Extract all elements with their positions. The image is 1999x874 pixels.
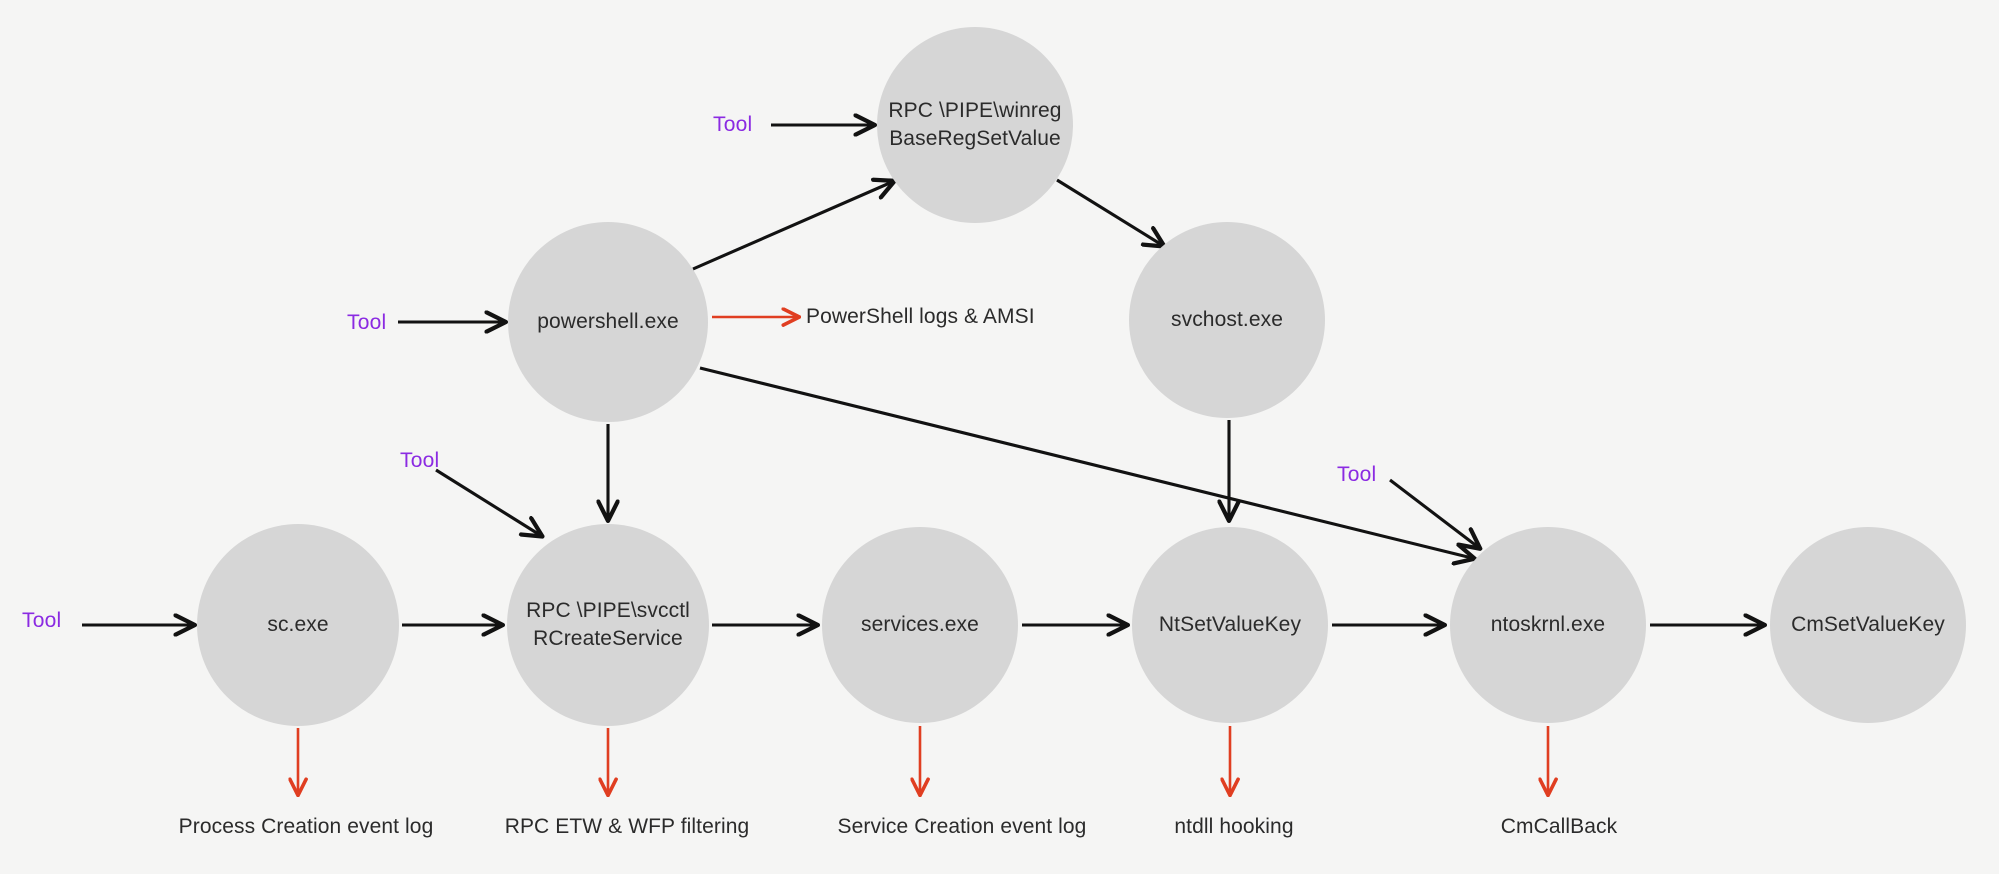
edge-e-tool-svcctl [435, 468, 540, 535]
node-label-powershell: powershell.exe [537, 310, 679, 334]
edge-e-powershell-winreg [692, 182, 892, 271]
label-powershell-logs: PowerShell logs & AMSI [806, 305, 1035, 328]
node-scexe[interactable]: sc.exe [197, 524, 399, 726]
node-label-scexe: sc.exe [267, 613, 329, 637]
label-tool-winreg: Tool [713, 113, 753, 136]
label-tool-scexe: Tool [22, 609, 62, 632]
edge-e-winreg-svchost [1056, 178, 1162, 245]
node-label-svchost: svchost.exe [1171, 308, 1283, 332]
node-label-winreg: RPC \PIPE\winreg BaseRegSetValue [888, 99, 1062, 150]
node-services[interactable]: services.exe [822, 527, 1018, 723]
node-svcctl[interactable]: RPC \PIPE\svcctl RCreateService [507, 524, 709, 726]
node-label-services: services.exe [861, 613, 979, 637]
label-det-cmcallback: CmCallBack [1500, 815, 1618, 838]
node-label-ntsetvalue: NtSetValueKey [1158, 613, 1302, 637]
label-tool-powershell: Tool [347, 311, 387, 334]
edge-e-powershell-ntoskrnl [699, 366, 1472, 558]
label-det-service-creation: Service Creation event log [837, 815, 1087, 838]
node-powershell[interactable]: powershell.exe [508, 222, 708, 422]
label-tool-svcctl: Tool [400, 449, 440, 472]
edge-e-tool-ntoskrnl [1389, 478, 1478, 547]
label-det-process-creation: Process Creation event log [178, 815, 434, 838]
node-winreg[interactable]: RPC \PIPE\winreg BaseRegSetValue [877, 27, 1073, 223]
node-label-cmsetvalue: CmSetValueKey [1791, 613, 1945, 637]
label-tool-ntoskrnl: Tool [1337, 463, 1377, 486]
node-svchost[interactable]: svchost.exe [1129, 222, 1325, 418]
node-ntoskrnl[interactable]: ntoskrnl.exe [1450, 527, 1646, 723]
node-cmsetvalue[interactable]: CmSetValueKey [1770, 527, 1966, 723]
label-det-rpc-etw: RPC ETW & WFP filtering [504, 815, 750, 838]
node-label-ntoskrnl: ntoskrnl.exe [1490, 613, 1606, 637]
label-det-ntdll-hooking: ntdll hooking [1174, 815, 1294, 838]
node-label-svcctl: RPC \PIPE\svcctl RCreateService [526, 599, 690, 650]
node-ntsetvalue[interactable]: NtSetValueKey [1132, 527, 1328, 723]
